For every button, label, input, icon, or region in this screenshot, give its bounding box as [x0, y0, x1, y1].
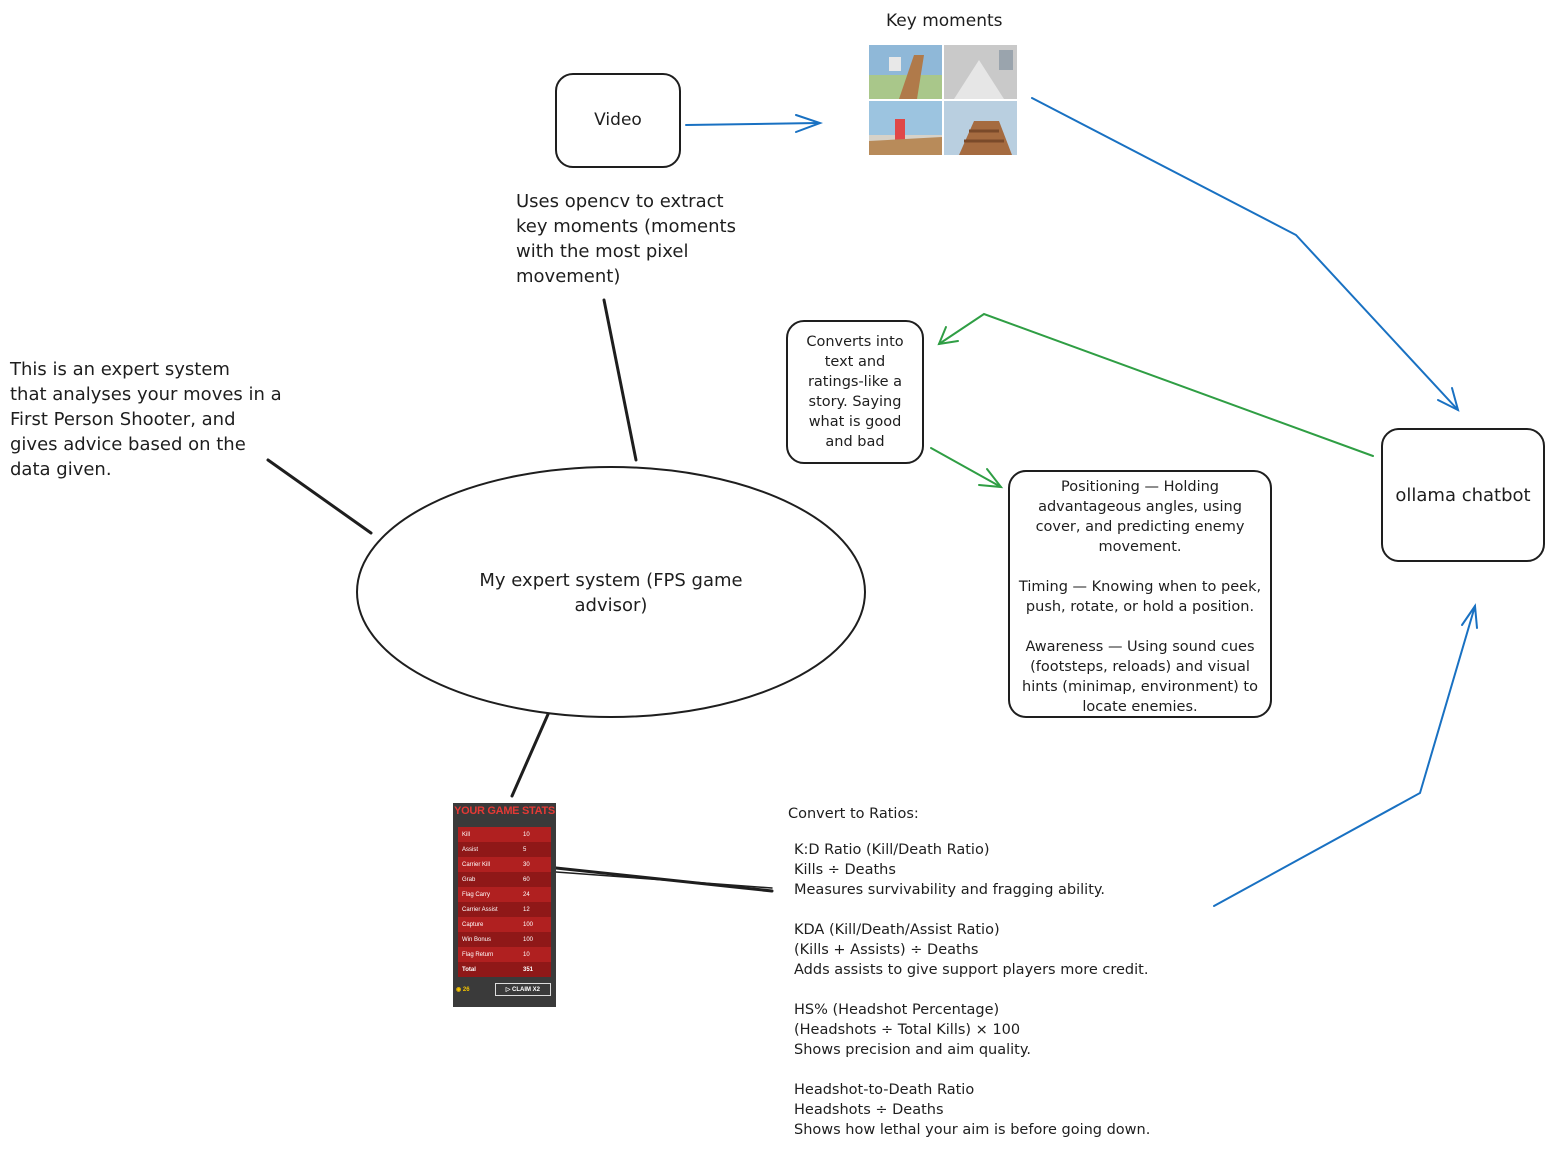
play-icon: ▷	[505, 987, 511, 993]
key-moments-label: Key moments	[886, 11, 1003, 31]
stats-row-label: Win Bonus	[462, 936, 492, 943]
key-moment-thumbnail	[944, 101, 1017, 155]
stats-row-label: Grab	[462, 876, 476, 883]
video-node: Video	[555, 73, 681, 168]
line-opencv-to-center	[602, 298, 638, 462]
stats-row-label: Carrier Assist	[462, 906, 498, 913]
stats-row-label: Flag Return	[462, 951, 494, 958]
stats-title: YOUR GAME STATS	[454, 805, 555, 817]
stats-row-label: Assist	[462, 846, 479, 853]
stats-row: Carrier Kill 30	[458, 857, 551, 872]
stats-row: Assist 5	[458, 842, 551, 857]
center-ellipse	[356, 466, 866, 718]
connector-lines	[266, 298, 774, 893]
chatbot-node: ollama chatbot	[1381, 428, 1545, 562]
stats-row-value: 100	[523, 921, 534, 928]
stats-row: Capture 100	[458, 917, 551, 932]
stats-table: Kill 10 Assist 5 Carrier Kill 30 Grab 60 Fla…	[453, 827, 556, 977]
stats-row-label: Carrier Kill	[462, 861, 491, 868]
converts-node: Converts into text and ratings-like a st…	[786, 320, 924, 464]
ratios-text: K:D Ratio (Kill/Death Ratio) Kills ÷ Dea…	[794, 842, 1151, 1138]
stats-row-label: Kill	[462, 831, 471, 838]
stats-total-row: Total 351	[458, 962, 551, 977]
center-label: My expert system (FPS game advisor)	[479, 570, 743, 616]
line-center-to-stats	[510, 710, 551, 798]
advice-text: Positioning — Holding advantageous angle…	[1018, 479, 1262, 715]
arrow-keymoments-to-chatbot	[1031, 97, 1460, 412]
line-intro-to-center	[266, 458, 373, 535]
intro-note: This is an expert system that analyses y…	[10, 359, 282, 480]
key-moment-thumbnail	[869, 101, 942, 155]
stats-row-value: 10	[523, 951, 530, 958]
video-label: Video	[594, 110, 642, 130]
stats-row: Flag Carry 24	[458, 887, 551, 902]
advice-node: Positioning — Holding advantageous angle…	[1008, 470, 1272, 718]
coin-value: 26	[462, 987, 470, 993]
stats-row-value: 24	[523, 891, 530, 898]
stats-row: Win Bonus 100	[458, 932, 551, 947]
chatbot-label: ollama chatbot	[1395, 484, 1531, 506]
stats-row-label: Flag Carry	[462, 891, 491, 898]
ratios-title: Convert to Ratios:	[788, 806, 919, 822]
stats-row-label: Total	[462, 966, 476, 973]
claim-label: CLAIM X2	[511, 987, 540, 993]
stats-row-label: Capture	[462, 921, 484, 928]
arrow-converts-to-advice	[930, 447, 1004, 489]
stats-row: Flag Return 10	[458, 947, 551, 962]
stats-row: Grab 60	[458, 872, 551, 887]
game-stats-card: YOUR GAME STATS Kill 10 Assist 5 Carrier K…	[453, 803, 556, 1007]
stats-row: Kill 10	[458, 827, 551, 842]
key-moments-thumbnails	[869, 45, 1017, 155]
coin-icon: ◉	[456, 987, 462, 993]
arrow-ratios-to-chatbot	[1213, 603, 1478, 907]
stats-row-value: 351	[523, 966, 534, 973]
stats-row-value: 12	[523, 906, 530, 913]
key-moment-thumbnail	[944, 45, 1017, 99]
stats-row-value: 60	[523, 876, 530, 883]
stats-row: Carrier Assist 12	[458, 902, 551, 917]
opencv-note: Uses opencv to extract key moments (mome…	[516, 191, 736, 287]
coin-count: ◉ 26	[456, 986, 470, 993]
arrow-chatbot-to-converts	[937, 312, 1374, 457]
stats-footer: ◉ 26 ▷ CLAIM X2	[456, 983, 551, 996]
key-moment-thumbnail	[869, 45, 942, 99]
converts-note: Converts into text and ratings-like a st…	[806, 334, 904, 450]
stats-row-value: 10	[523, 831, 530, 838]
arrow-video-to-keymoments	[685, 114, 823, 133]
stats-row-value: 5	[523, 846, 527, 853]
stats-row-value: 30	[523, 861, 530, 868]
stats-row-value: 100	[523, 936, 534, 943]
claim-button[interactable]: ▷ CLAIM X2	[494, 983, 551, 996]
line-stats-to-ratios-2	[555, 871, 773, 889]
